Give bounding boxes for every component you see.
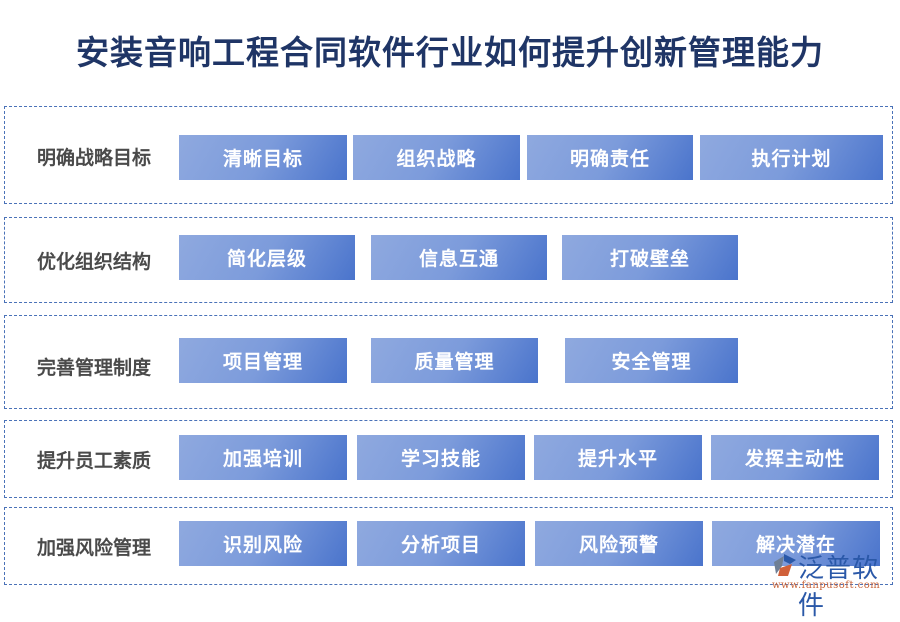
item-org-strategy: 组织战略 — [353, 135, 520, 180]
item-initiative: 发挥主动性 — [711, 435, 879, 480]
item-break-barriers: 打破壁垒 — [562, 235, 738, 280]
row-structure: 优化组织结构 — [4, 217, 893, 303]
page-title: 安装音响工程合同软件行业如何提升创新管理能力 — [76, 33, 824, 72]
item-simplify-levels: 简化层级 — [179, 235, 355, 280]
item-project-mgmt: 项目管理 — [179, 338, 347, 383]
item-analyze-project: 分析项目 — [357, 521, 525, 566]
row-label: 优化组织结构 — [36, 251, 151, 273]
fanpu-logo-icon — [774, 554, 796, 576]
row-label: 提升员工素质 — [36, 450, 151, 472]
row-label: 加强风险管理 — [36, 537, 151, 559]
item-clear-goals: 清晰目标 — [179, 135, 347, 180]
item-clarify-responsibility: 明确责任 — [527, 135, 693, 180]
watermark-logo: 泛普软件 www.fanpusoft.com — [770, 548, 895, 621]
row-label: 明确战略目标 — [36, 147, 151, 169]
item-execute-plan: 执行计划 — [700, 135, 883, 180]
item-resolve-potential: 解决潜在 — [712, 521, 880, 566]
item-info-exchange: 信息互通 — [371, 235, 547, 280]
item-identify-risk: 识别风险 — [179, 521, 347, 566]
item-raise-level: 提升水平 — [534, 435, 702, 480]
item-risk-warning: 风险预警 — [535, 521, 703, 566]
item-learn-skills: 学习技能 — [357, 435, 525, 480]
item-quality-mgmt: 质量管理 — [371, 338, 538, 383]
item-training: 加强培训 — [179, 435, 347, 480]
row-label: 完善管理制度 — [36, 357, 151, 379]
watermark-url: www.fanpusoft.com — [772, 580, 881, 591]
item-safety-mgmt: 安全管理 — [565, 338, 738, 383]
